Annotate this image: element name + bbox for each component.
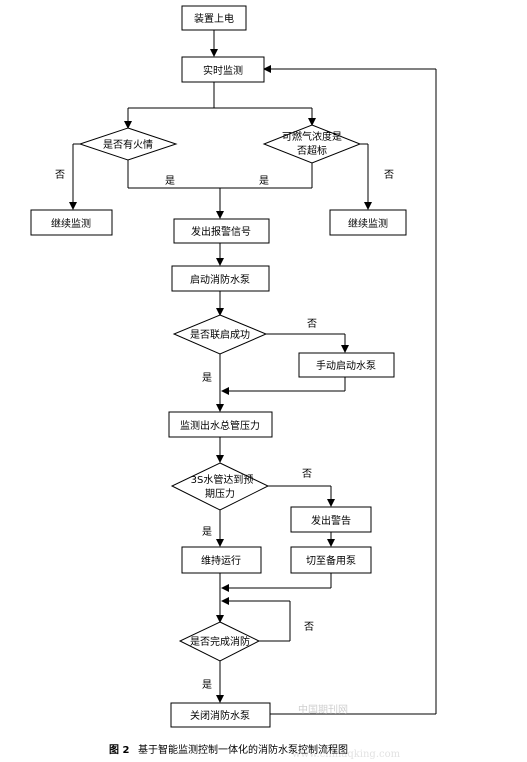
branch-labels: 否 否 是 是 否 是 否 是 否 是 bbox=[55, 169, 394, 691]
decision-fire-label: 是否有火情 bbox=[103, 138, 153, 151]
decision-gas-label-1: 可燃气浓度是 bbox=[282, 130, 342, 143]
node-manual-start: 手动启动水泵 bbox=[298, 352, 395, 378]
label-no-done: 否 bbox=[304, 621, 314, 633]
node-monitor-pressure: 监测出水总管压力 bbox=[168, 411, 273, 438]
decision-linkage-label: 是否联启成功 bbox=[190, 328, 250, 341]
decision-fire-done: 是否完成消防 bbox=[178, 621, 261, 662]
node-keep-running-label: 维持运行 bbox=[201, 554, 241, 567]
decision-pressure-label-1: 3S水管达到预 bbox=[191, 473, 254, 486]
node-realtime-monitor: 实时监测 bbox=[181, 56, 265, 83]
node-switch-backup-label: 切至备用泵 bbox=[306, 554, 356, 567]
node-power-on-label: 装置上电 bbox=[194, 12, 234, 25]
node-power-on: 装置上电 bbox=[181, 5, 247, 31]
label-yes-done: 是 bbox=[202, 679, 212, 691]
label-yes-gas: 是 bbox=[259, 175, 269, 187]
node-issue-warning: 发出警告 bbox=[290, 506, 372, 533]
label-yes-pressure: 是 bbox=[202, 526, 212, 538]
decision-gas-label-2: 否超标 bbox=[297, 144, 327, 157]
label-no-gas: 否 bbox=[384, 169, 394, 181]
node-issue-warning-label: 发出警告 bbox=[311, 514, 351, 527]
decision-pressure: 3S水管达到预 期压力 bbox=[170, 462, 270, 511]
node-stop-pump: 关闭消防水泵 bbox=[170, 702, 271, 728]
label-no-pressure: 否 bbox=[302, 468, 312, 480]
label-yes-linkage: 是 bbox=[202, 372, 212, 384]
decision-fire: 是否有火情 bbox=[78, 127, 178, 161]
node-keep-running: 维持运行 bbox=[181, 546, 262, 574]
watermark-cn: 中国期刊网 bbox=[298, 703, 348, 716]
node-monitor-pressure-label: 监测出水总管压力 bbox=[180, 419, 260, 432]
caption-text: 基于智能监测控制一体化的消防水泵控制流程图 bbox=[138, 743, 348, 756]
node-realtime-monitor-label: 实时监测 bbox=[203, 64, 243, 77]
label-no-fire: 否 bbox=[55, 169, 65, 181]
node-continue-left-label: 继续监测 bbox=[51, 217, 91, 230]
node-switch-backup: 切至备用泵 bbox=[290, 546, 372, 574]
node-continue-right-label: 继续监测 bbox=[348, 217, 388, 230]
node-manual-start-label: 手动启动水泵 bbox=[316, 359, 376, 372]
caption-fig: 图 2 bbox=[109, 744, 129, 756]
node-start-pump-label: 启动消防水泵 bbox=[190, 273, 250, 286]
decision-linkage: 是否联启成功 bbox=[172, 314, 268, 355]
node-send-alarm-label: 发出报警信号 bbox=[191, 225, 251, 238]
node-continue-right: 继续监测 bbox=[329, 209, 407, 236]
node-stop-pump-label: 关闭消防水泵 bbox=[190, 709, 250, 722]
caption: 图 2 基于智能监测控制一体化的消防水泵控制流程图 bbox=[109, 743, 348, 756]
node-continue-left: 继续监测 bbox=[30, 209, 113, 236]
decision-fire-done-label: 是否完成消防 bbox=[190, 635, 250, 648]
node-start-pump: 启动消防水泵 bbox=[171, 265, 270, 292]
decision-pressure-label-2: 期压力 bbox=[205, 487, 235, 500]
decision-gas: 可燃气浓度是 否超标 bbox=[262, 124, 362, 164]
node-send-alarm: 发出报警信号 bbox=[173, 218, 270, 244]
label-yes-fire: 是 bbox=[165, 175, 175, 187]
watermark-url: www.chinaqking.com bbox=[292, 749, 401, 760]
label-no-linkage: 否 bbox=[307, 318, 317, 330]
watermark: 中国期刊网 www.chinaqking.com bbox=[292, 703, 401, 760]
connectors bbox=[69, 30, 437, 715]
